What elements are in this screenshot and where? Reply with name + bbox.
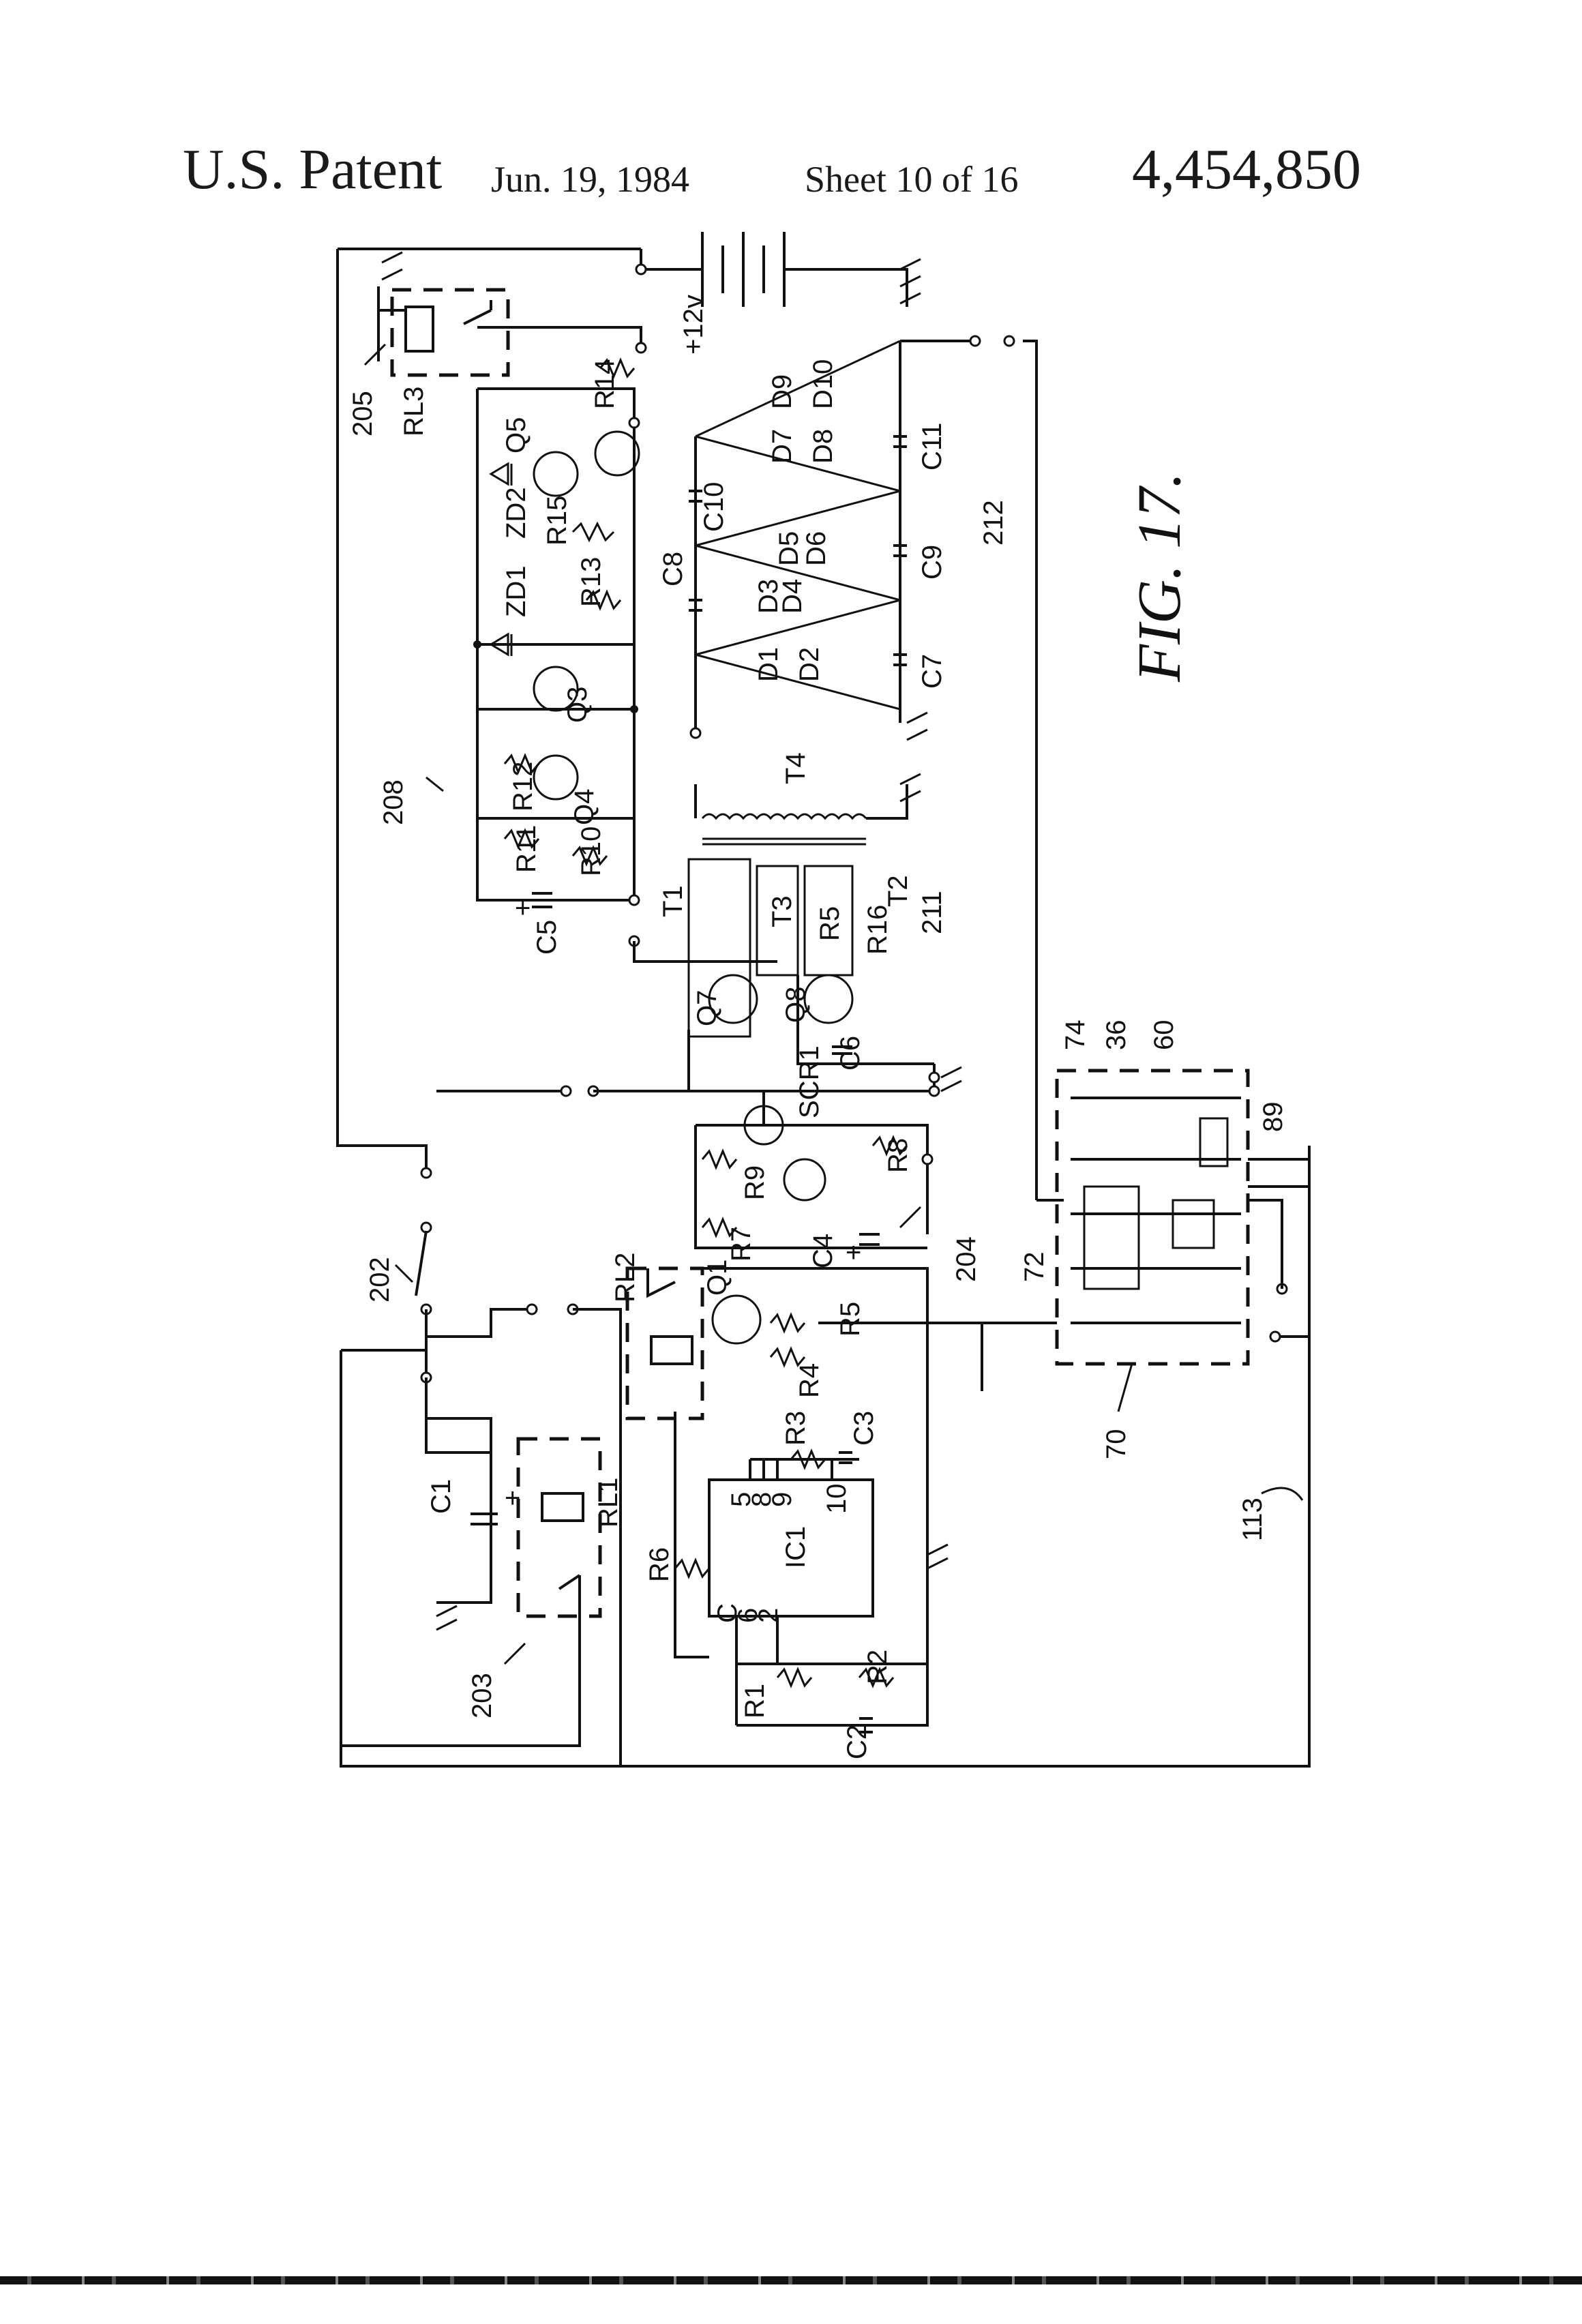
r13-label: R13 — [576, 557, 606, 607]
r12-label: R12 — [508, 762, 538, 811]
q4-label: Q4 — [569, 789, 599, 825]
rl2-label: RL2 — [610, 1253, 640, 1302]
ic1-pin-10-label: 10 — [822, 1484, 852, 1515]
r15-label: R15 — [542, 496, 572, 546]
timer-section: IC1 C 6 2 5 8 9 10 R3 C3 R6 R1 R2 C2 — [644, 1411, 948, 1759]
t4-label: T4 — [781, 752, 811, 784]
ref-211-label: 211 — [917, 891, 947, 934]
ref-72-label: 72 — [1019, 1252, 1049, 1283]
q1-label: Q1 — [702, 1260, 732, 1296]
r5-lower-label: R5 — [835, 1302, 865, 1337]
r14-label: R14 — [590, 359, 620, 409]
r3-label: R3 — [781, 1411, 811, 1446]
q5-label: Q5 — [501, 417, 531, 453]
ref-113-label: 113 — [1238, 1498, 1268, 1541]
c10-label: C10 — [699, 482, 729, 532]
r1-label: R1 — [740, 1684, 770, 1718]
c8-label: C8 — [658, 552, 688, 586]
battery-voltage-label: +12v — [678, 295, 708, 355]
d4-label: D4 — [777, 579, 807, 614]
ic1-label: IC1 — [781, 1526, 811, 1568]
ref-203-label: 203 — [467, 1673, 497, 1718]
relay-rl1-section-203: C1 + RL1 203 — [341, 1377, 623, 1746]
battery-12v: +12v — [678, 232, 921, 355]
d1-label: D1 — [753, 647, 783, 682]
ref-205-label: 205 — [348, 391, 378, 436]
c7-label: C7 — [917, 654, 947, 689]
d8-label: D8 — [808, 429, 838, 464]
ic1-pin-9-label: 9 — [767, 1492, 797, 1507]
ref-36-label: 36 — [1101, 1020, 1131, 1051]
ic1-pin-2-label: 2 — [753, 1608, 783, 1623]
regulator-section-208: 208 ZD2 ZD1 Q5 R14 R15 R13 Q3 R12 Q4 R11… — [378, 359, 639, 955]
d2-label: D2 — [794, 647, 824, 682]
d10-label: D10 — [808, 359, 838, 409]
r8-label: R8 — [883, 1138, 913, 1173]
figure-caption: FIG. 17. — [1126, 473, 1193, 683]
c2-label: C2 — [842, 1725, 872, 1759]
c5-plus-label: + — [515, 893, 531, 923]
q8-label: Q8 — [781, 987, 811, 1023]
c9-label: C9 — [917, 545, 947, 580]
c1-label: C1 — [426, 1479, 456, 1514]
q3-label: Q3 — [563, 687, 593, 723]
c4-plus-label: + — [846, 1238, 861, 1268]
ref-204-label: 204 — [951, 1236, 981, 1282]
c1-plus-label: + — [505, 1483, 520, 1513]
ref-60-label: 60 — [1149, 1020, 1179, 1051]
r10-label: R10 — [576, 826, 606, 876]
zd2-label: ZD2 — [501, 487, 531, 539]
c3-label: C3 — [849, 1411, 879, 1446]
r9-label: R9 — [740, 1165, 770, 1200]
scr-section-204: SCR1 R9 R8 R7 C4 + 204 — [436, 1045, 981, 1282]
d6-label: D6 — [801, 531, 831, 566]
r2-label: R2 — [863, 1650, 893, 1684]
r5-upper-label: R5 — [815, 906, 845, 941]
c4-label: C4 — [808, 1234, 838, 1268]
wire-top-bus — [338, 249, 702, 269]
d9-label: D9 — [767, 374, 797, 409]
ref-74-label: 74 — [1060, 1020, 1090, 1051]
d5-label: D5 — [774, 531, 804, 566]
d7-label: D7 — [767, 429, 797, 464]
c5-label: C5 — [532, 920, 562, 955]
t2-label: T2 — [883, 875, 913, 907]
voltage-multiplier-212: C8 C10 D1 D2 D3 D4 D5 D6 D7 D8 D9 D10 C7… — [658, 336, 1009, 740]
ref-70-label: 70 — [1101, 1429, 1131, 1460]
rl1-label: RL1 — [593, 1478, 623, 1528]
c6-label: C6 — [835, 1036, 865, 1071]
ref-212-label: 212 — [979, 500, 1009, 546]
ref-202-label: 202 — [365, 1257, 395, 1302]
r11-label: R11 — [511, 825, 541, 873]
ref-89-label: 89 — [1258, 1102, 1288, 1133]
scr1-label: SCR1 — [794, 1045, 824, 1118]
r16-label: R16 — [863, 905, 893, 955]
r6-label: R6 — [644, 1547, 674, 1582]
scan-border-bar — [0, 2276, 1582, 2284]
c11-label: C11 — [917, 423, 947, 471]
r7-label: R7 — [726, 1227, 756, 1262]
t1-label: T1 — [658, 885, 688, 917]
zd1-label: ZD1 — [501, 565, 531, 617]
ref-208-label: 208 — [378, 779, 408, 825]
r4-label: R4 — [794, 1363, 824, 1398]
rl3-label: RL3 — [399, 387, 429, 436]
inverter-section-211: T4 T1 T3 R5 T2 R16 211 Q7 Q8 C6 — [634, 752, 961, 1096]
t3-label: T3 — [767, 895, 797, 927]
q7-label: Q7 — [692, 990, 722, 1026]
